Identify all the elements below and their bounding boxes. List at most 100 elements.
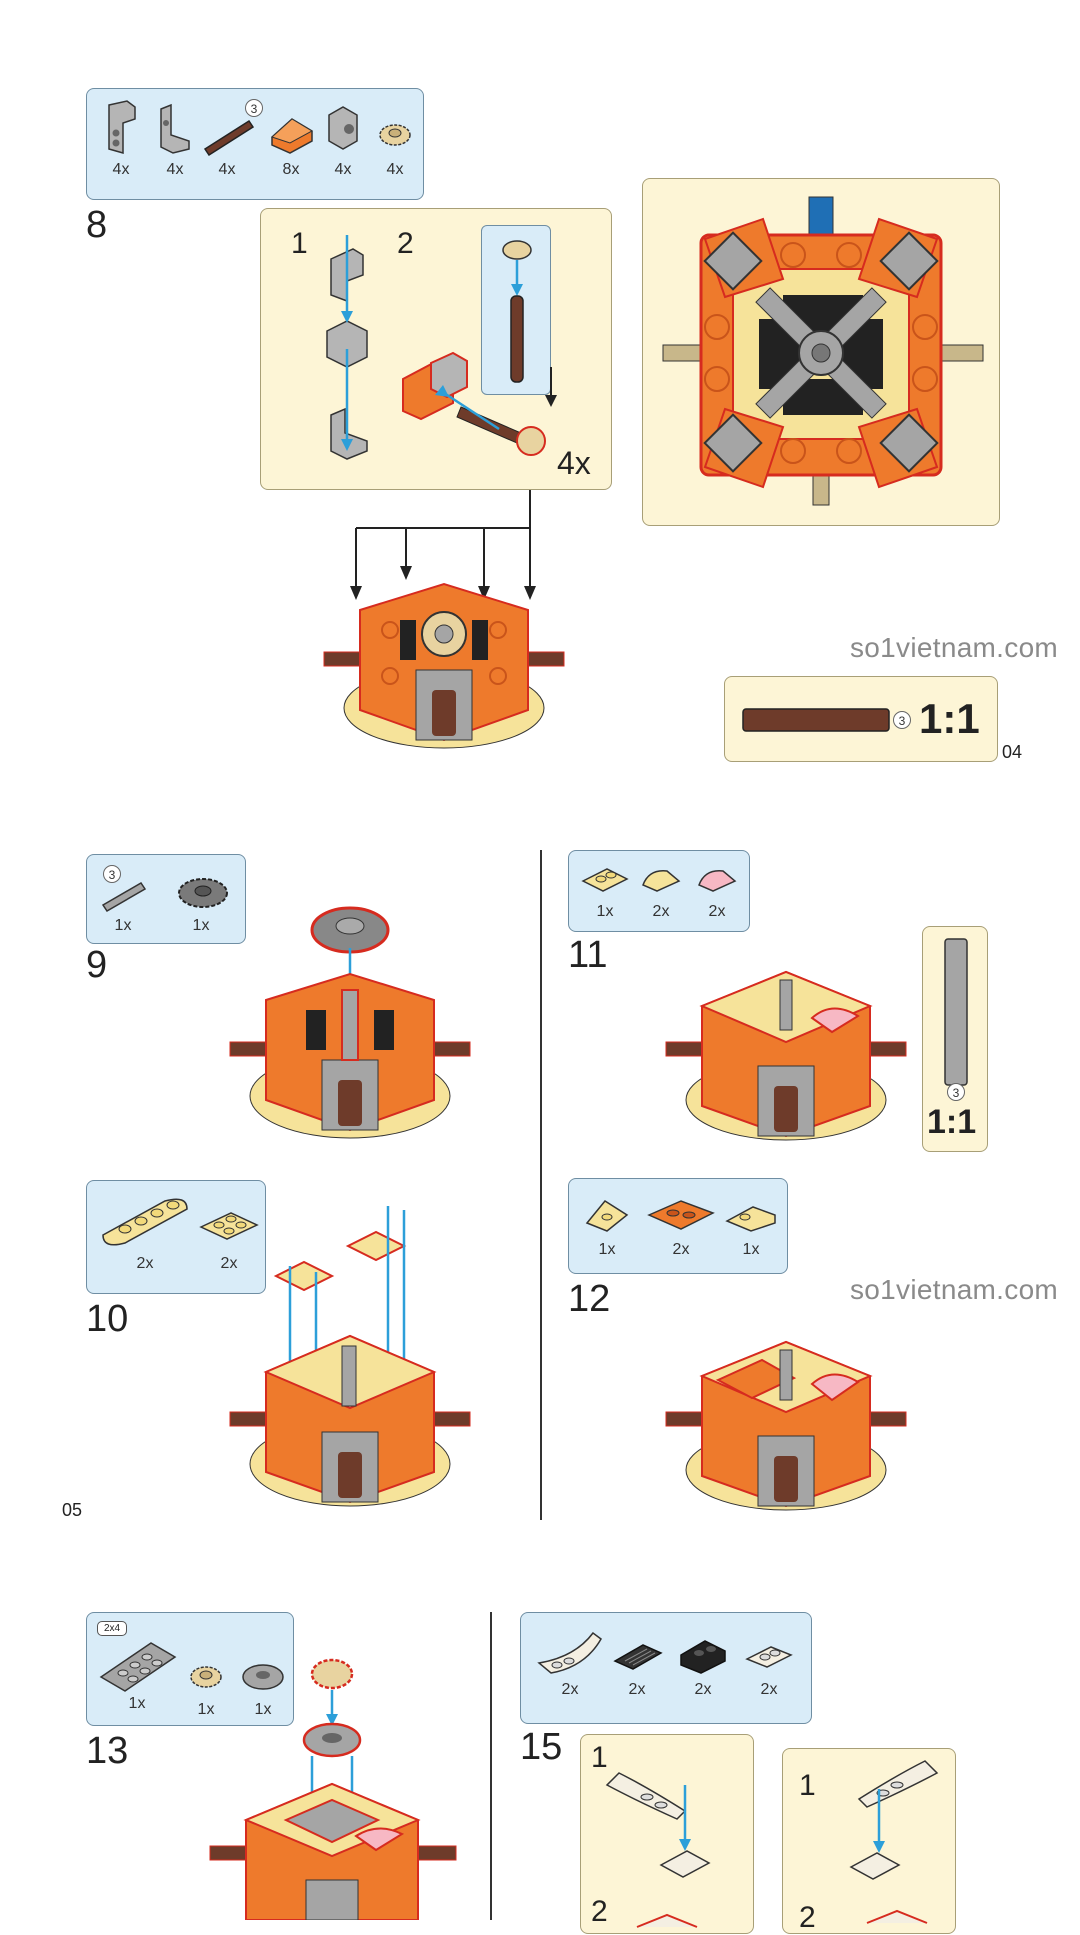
step11-ratio-box: 3 1:1 xyxy=(922,926,988,1152)
part-qty: 1x xyxy=(254,1701,272,1718)
step10-parts-box: 2x 2x xyxy=(86,1180,266,1294)
sub-assembly-drawing xyxy=(849,1760,939,1924)
plate-icon xyxy=(199,1212,259,1240)
part-bracket-1x2: 4x xyxy=(93,99,149,179)
step11-parts-box: 1x 2x 2x xyxy=(568,850,750,932)
sub-step-1: 1 xyxy=(591,1741,608,1774)
part-axle-brown: 4x xyxy=(199,99,255,179)
step-divider xyxy=(540,850,542,1520)
axle-length-circle: 3 xyxy=(245,99,263,117)
step8-sub-assembly-panel: 1 2 4x xyxy=(260,208,612,490)
axle-actual-size-icon xyxy=(742,708,890,732)
step10-model-drawing xyxy=(229,1206,471,1507)
gear-icon xyxy=(178,878,228,908)
part-qty: 2x xyxy=(220,1255,238,1272)
part-axle-gray: 1x xyxy=(95,869,151,935)
step12-model-drawing xyxy=(665,1340,907,1511)
part-plate-yellow: 1x xyxy=(577,859,633,921)
part-bracket-black: 2x xyxy=(675,1627,731,1699)
part-qty: 1x xyxy=(128,1695,146,1712)
step8-model-drawing xyxy=(323,582,565,749)
part-qty: 2x xyxy=(694,1681,712,1698)
part-round-plate-yellow: 2x xyxy=(95,1191,195,1273)
quarter-tile-icon xyxy=(642,870,681,892)
part-qty: 2x xyxy=(136,1255,154,1272)
step-number: 13 xyxy=(86,1730,129,1772)
step13-parts-box: 2x4 1x 1x 1x xyxy=(86,1612,294,1726)
step8-parts-box: 4x 4x 4x 3 8x 4x 4x xyxy=(86,88,424,200)
part-qty: 4x xyxy=(166,161,184,178)
size-badge: 2x4 xyxy=(97,1621,128,1636)
part-quarter-tile-pink: 2x xyxy=(689,859,745,921)
part-qty: 4x xyxy=(112,161,130,178)
part-slope-orange: 8x xyxy=(263,99,319,179)
part-gear-tan: 1x xyxy=(181,1651,231,1719)
step-number: 12 xyxy=(568,1278,611,1320)
gear-icon xyxy=(190,1666,222,1688)
step15-parts-box: 2x 2x 2x 2x xyxy=(520,1612,812,1724)
part-qty: 2x xyxy=(628,1681,646,1698)
scale-ratio: 1:1 xyxy=(919,695,980,742)
step-number: 11 xyxy=(568,934,608,976)
top-view-drawing xyxy=(662,196,984,506)
tile-icon xyxy=(99,1642,177,1692)
part-plate-2x2-yellow: 2x xyxy=(197,1191,261,1273)
part-quarter-tile-yellow: 2x xyxy=(633,859,689,921)
part-qty: 4x xyxy=(218,161,236,178)
watermark-text: so1vietnam.com xyxy=(850,632,1059,663)
part-qty: 2x xyxy=(708,903,726,920)
part-qty: 2x xyxy=(760,1681,778,1698)
part-qty: 2x xyxy=(561,1681,579,1698)
part-curved-slope-white: 2x xyxy=(535,1627,605,1699)
bracket-icon xyxy=(680,1640,726,1674)
step13-model-drawing xyxy=(209,1658,457,1920)
step8-placement-arrows xyxy=(350,490,536,600)
scale-ratio: 1:1 xyxy=(927,1103,977,1141)
multiplier-label: 4x xyxy=(557,445,591,481)
sub-assembly-drawing xyxy=(605,1772,711,1928)
part-gear-dark: 1x xyxy=(173,869,229,935)
part-qty: 2x xyxy=(652,903,670,920)
part-gear-tan: 4x xyxy=(367,99,423,179)
part-tile-2x4-gray: 1x xyxy=(97,1633,177,1713)
quarter-tile-icon xyxy=(698,870,737,892)
part-plate-white: 2x xyxy=(741,1627,797,1699)
axle-length-circle: 3 xyxy=(947,1083,965,1101)
page-number: 05 xyxy=(62,1500,83,1520)
part-qty: 2x xyxy=(672,1241,690,1258)
part-slope-yellow: 1x xyxy=(723,1193,779,1259)
sub-step-1: 1 xyxy=(291,227,308,260)
wedge-icon xyxy=(647,1200,715,1230)
grille-icon xyxy=(613,1644,663,1670)
step9-model-drawing xyxy=(229,906,471,1139)
part-grille-black: 2x xyxy=(609,1627,665,1699)
part-round-tile-gray: 1x xyxy=(235,1651,291,1719)
step-number: 15 xyxy=(520,1726,563,1768)
curved-slope-icon xyxy=(537,1631,602,1674)
gear-axle-detail xyxy=(481,225,551,395)
sub-assembly-1-drawing xyxy=(326,235,368,460)
part-qty: 1x xyxy=(598,1241,616,1258)
part-bracket-plate: 4x xyxy=(147,99,203,179)
step8-ratio-box: 3 1:1 xyxy=(724,676,998,762)
axle-icon xyxy=(101,881,147,913)
step-number: 10 xyxy=(86,1298,129,1340)
bracket-icon xyxy=(108,100,136,154)
part-qty: 4x xyxy=(386,161,404,178)
step-number: 9 xyxy=(86,944,108,986)
gear-on-axle-drawing xyxy=(502,240,532,383)
sub-step-1: 1 xyxy=(799,1769,816,1802)
step8-top-view-panel xyxy=(642,178,1000,526)
axle-length-circle: 3 xyxy=(103,865,121,883)
step-divider xyxy=(490,1612,492,1920)
slope-icon xyxy=(725,1206,776,1232)
part-wedge-yellow: 1x xyxy=(579,1193,635,1259)
wedge-icon xyxy=(585,1200,629,1232)
part-wedge-orange: 2x xyxy=(645,1193,717,1259)
round-tile-icon xyxy=(242,1664,284,1690)
step11-model-drawing xyxy=(665,970,907,1141)
part-qty: 1x xyxy=(742,1241,760,1258)
step15-left-sub-panel: 1 2 xyxy=(580,1734,754,1934)
part-qty: 4x xyxy=(334,161,352,178)
round-plate-icon xyxy=(102,1198,188,1246)
